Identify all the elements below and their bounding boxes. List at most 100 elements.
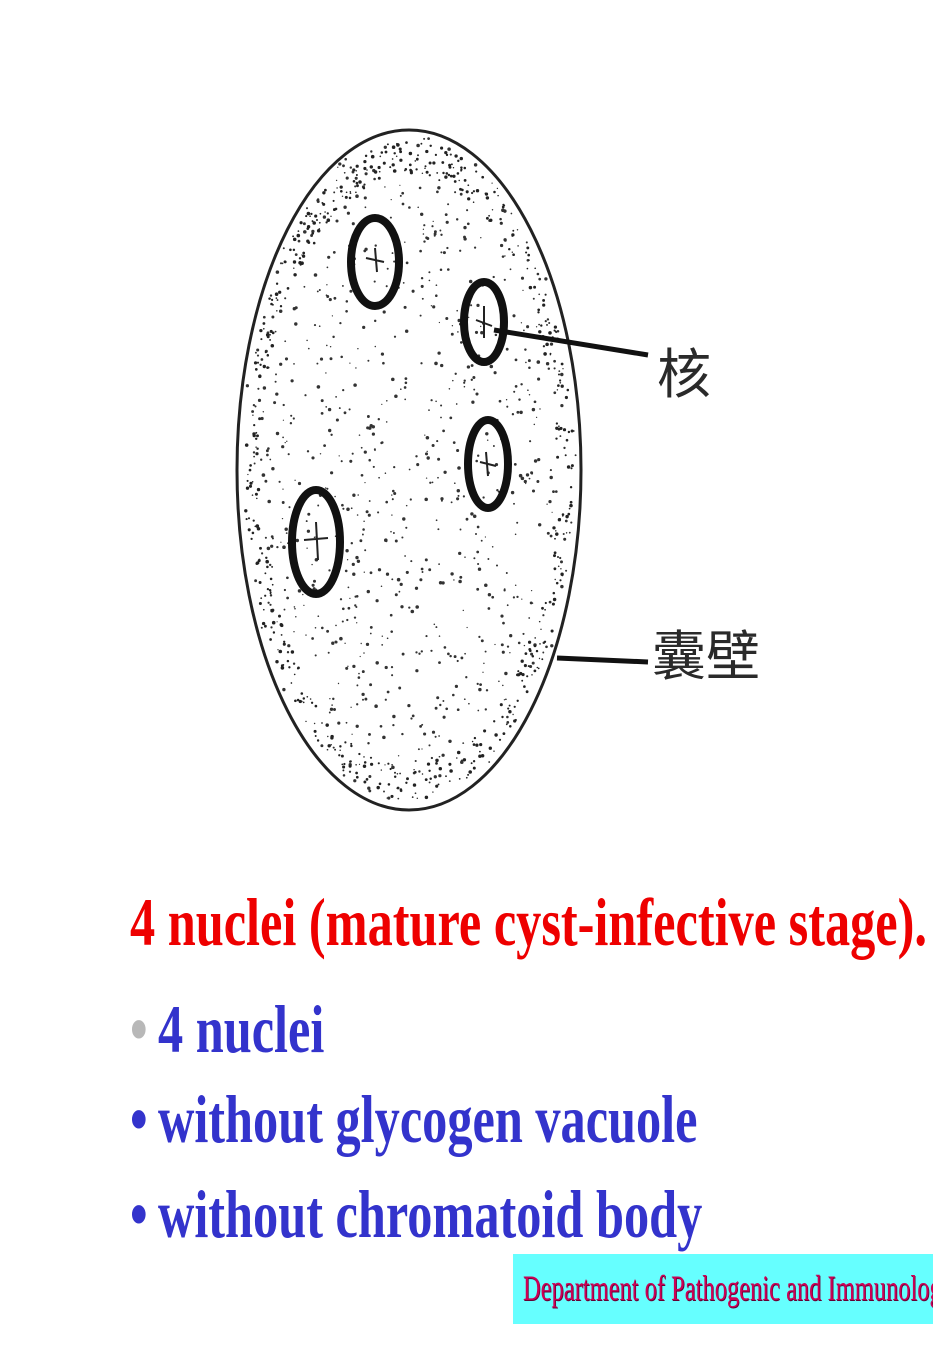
stipple-dot [369,762,374,766]
stipple-dot [382,161,386,165]
stipple-dot [399,158,403,162]
stipple-dot [545,342,549,347]
stipple-dot [396,786,400,790]
stipple-dot [309,698,312,700]
stipple-dot [445,172,449,175]
stipple-dot [255,431,258,434]
stipple-dot [404,377,408,380]
stipple-dot [523,664,527,668]
stipple-dot [555,581,559,585]
stipple-dot [421,748,423,750]
stipple-dot [356,514,359,516]
stipple-dot [302,593,304,596]
stipple-dot [526,267,529,270]
stipple-dot [386,400,388,402]
stipple-dot [473,163,478,167]
stipple-dot [297,589,302,593]
stipple-dot [283,260,287,264]
stipple-dot [434,361,438,366]
stipple-dot [345,309,348,313]
stipple-dot [374,345,377,348]
stipple-dot [542,303,546,307]
stipple-dot [512,253,515,257]
stipple-dot [512,314,516,318]
stipple-dot [295,538,300,543]
stipple-dot [550,629,554,633]
stipple-dot [422,228,425,230]
stipple-dot [357,676,361,679]
stipple-dot [321,722,323,724]
stipple-dot [266,565,269,569]
stipple-dot [248,484,253,488]
stipple-dot [471,740,474,743]
stipple-dot [496,488,499,492]
stipple-dot [282,403,285,407]
stipple-dot [535,326,538,328]
stipple-dot [345,176,349,180]
stipple-dot [279,305,283,308]
stipple-dot [452,693,455,697]
stipple-dot [438,774,442,778]
stipple-dot [292,417,295,420]
stipple-dot [251,480,254,483]
stipple-dot [326,266,329,269]
stipple-dot [398,590,401,593]
stipple-dot [487,593,492,597]
stipple-dot [465,676,468,679]
stipple-dot [353,779,357,783]
stipple-dot [528,647,532,651]
stipple-dot [538,323,540,326]
stipple-dot [305,634,307,636]
stipple-dot [524,652,528,655]
stipple-dot [358,763,361,766]
stipple-dot [251,531,255,535]
stipple-dot [326,487,329,490]
stipple-dot [346,507,350,512]
stipple-dot [342,765,346,769]
stipple-dot [382,735,386,740]
stipple-dot [426,450,428,453]
stipple-dot [360,446,363,449]
stipple-dot [480,539,483,542]
stipple-dot [406,777,409,781]
stipple-dot [311,456,315,460]
stipple-dot [559,556,562,560]
stipple-dot [537,667,540,670]
stipple-dot [375,599,379,603]
stipple-dot [281,262,284,265]
stipple-dot [466,209,469,212]
stipple-dot [434,735,437,738]
stipple-dot [528,285,533,290]
stipple-dot [367,741,370,745]
stipple-dot [544,277,548,281]
stipple-dot [314,627,317,629]
stipple-dot [265,449,269,453]
stipple-dot [248,468,252,472]
stipple-dot [266,353,269,356]
stipple-dot [358,672,360,675]
stipple-dot [317,615,320,618]
stipple-dot [280,623,284,628]
stipple-dot [431,481,434,484]
stipple-dot [442,715,446,719]
stipple-dot [375,661,379,665]
stipple-dot [374,244,377,247]
stipple-dot [340,460,343,463]
stipple-dot [452,167,455,169]
stipple-dot [541,658,544,661]
stipple-dot [306,529,311,533]
stipple-dot [391,674,394,677]
stipple-dot [256,348,260,352]
bullet-marker: • [130,1176,148,1252]
stipple-dot [271,466,275,471]
stipple-dot [257,387,260,390]
stipple-dot [294,479,296,481]
stipple-dot [262,322,266,325]
stipple-dot [438,755,441,758]
stipple-dot [516,673,519,677]
stipple-dot [337,166,339,168]
stipple-dot [530,589,533,592]
stipple-dot [284,527,288,531]
stipple-dot [566,388,570,392]
stipple-dot [472,201,475,203]
